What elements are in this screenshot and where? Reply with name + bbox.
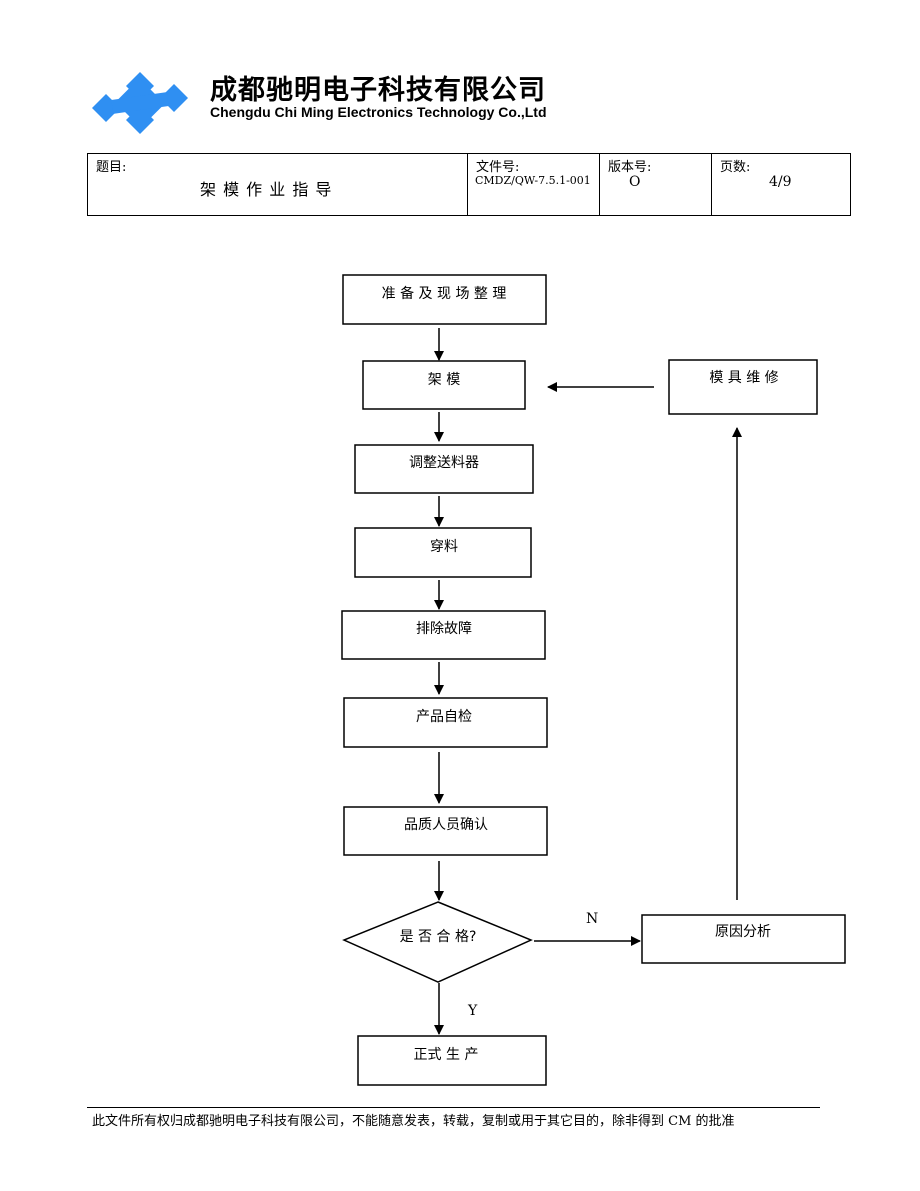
- decision-label: 是 否 合 格?: [400, 929, 477, 945]
- subject-label: 题目:: [96, 160, 127, 175]
- doc-no-label: 文件号:: [476, 160, 520, 175]
- step-mold-repair-label: 模 具 维 修: [709, 370, 778, 386]
- doc-no-value: CMDZ/QW-7.5.1-001: [475, 174, 591, 187]
- subject-cell: 题目: 架 模 作 业 指 导: [88, 154, 467, 215]
- step-qc-confirm-label: 品质人员确认: [404, 817, 488, 833]
- step-production-label: 正式 生 产: [414, 1047, 479, 1063]
- page-cell: 页数: 4/9: [711, 154, 852, 215]
- copyright-footer: 此文件所有权归成都驰明电子科技有限公司，不能随意发表，转载，复制或用于其它目的，…: [92, 1114, 735, 1129]
- page-label: 页数:: [720, 160, 751, 175]
- step-mold-repair-box: [668, 359, 818, 415]
- yes-branch-label: Y: [467, 1003, 478, 1019]
- subject-value: 架 模 作 业 指 导: [200, 180, 333, 199]
- no-branch-label: N: [586, 911, 598, 927]
- step-qc-confirm-box: [343, 806, 548, 856]
- step-self-inspect-label: 产品自检: [416, 709, 472, 725]
- step-cause-analysis-box: [641, 914, 846, 964]
- step-troubleshoot-label: 排除故障: [416, 621, 472, 637]
- doc-no-cell: 文件号: CMDZ/QW-7.5.1-001: [467, 154, 599, 215]
- step-troubleshoot-box: [341, 610, 546, 660]
- company-name-cn: 成都驰明电子科技有限公司: [210, 75, 546, 106]
- step-cause-analysis-label: 原因分析: [715, 924, 771, 940]
- step-adjust-feeder-box: [354, 444, 534, 494]
- page-value: 4/9: [769, 174, 792, 190]
- company-logo: [92, 72, 188, 134]
- version-label: 版本号:: [608, 160, 652, 175]
- document-info-table: 题目: 架 模 作 业 指 导 文件号: CMDZ/QW-7.5.1-001 版…: [87, 153, 851, 216]
- decision-diamond: [342, 901, 533, 983]
- company-name-en: Chengdu Chi Ming Electronics Technology …: [210, 104, 547, 120]
- step-mount-mold-label: 架 模: [428, 372, 460, 388]
- version-value: O: [629, 174, 641, 190]
- step-prepare-label: 准 备 及 现 场 整 理: [382, 285, 507, 302]
- step-adjust-feeder-label: 调整送料器: [409, 455, 479, 471]
- step-self-inspect-box: [343, 697, 548, 748]
- step-mount-mold-box: [362, 360, 526, 410]
- step-prepare-box: [342, 274, 547, 325]
- footer-divider: [87, 1107, 820, 1108]
- step-threading-label: 穿料: [430, 539, 458, 555]
- step-threading-box: [354, 527, 532, 578]
- step-production-box: [357, 1035, 547, 1086]
- version-cell: 版本号: O: [599, 154, 711, 215]
